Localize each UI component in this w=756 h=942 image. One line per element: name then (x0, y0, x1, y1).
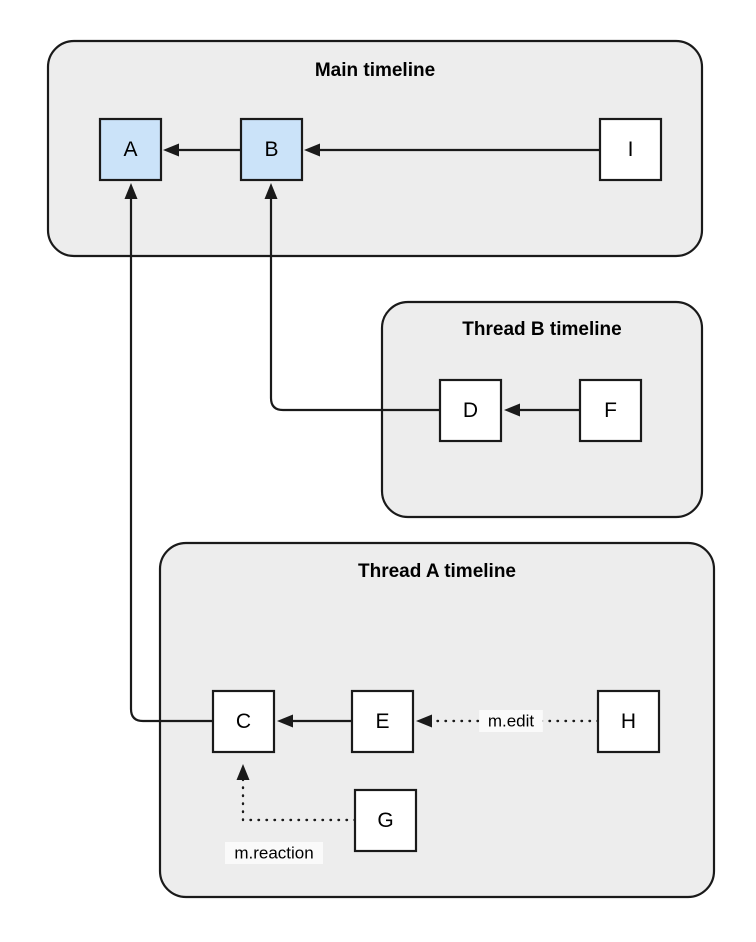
event-node-B[interactable]: B (239, 117, 304, 182)
edge-B-to-A (163, 143, 241, 157)
event-node-shape-G[interactable] (353, 788, 418, 853)
event-node-E[interactable]: E (350, 689, 415, 754)
edge-label-background-G-to-C (225, 842, 323, 864)
event-node-shape-D[interactable] (438, 378, 503, 443)
edge-label-background-H-to-E (479, 710, 543, 732)
arrowhead-icon-G-to-C (236, 764, 250, 780)
edge-F-to-D (504, 403, 580, 417)
edge-E-to-C (277, 714, 352, 728)
edge-H-to-E (416, 714, 600, 728)
event-node-F[interactable]: F (578, 378, 643, 443)
edge-label-H-to-E: m.edit (479, 710, 543, 732)
arrowhead-icon-D-to-B (264, 183, 278, 199)
arrowhead-icon-B-to-A (163, 143, 179, 157)
timeline-container-main: Main timeline (46, 39, 704, 258)
event-node-shape-I[interactable] (598, 117, 663, 182)
edge-line-C-to-A (129, 192, 213, 723)
container-title-main: Main timeline (315, 60, 435, 81)
edge-line-G-to-C (241, 772, 357, 822)
event-node-label-E: E (375, 710, 389, 733)
arrowhead-icon-I-to-B (304, 143, 320, 157)
event-node-label-I: I (628, 138, 634, 161)
event-node-I[interactable]: I (598, 117, 663, 182)
edge-label-text-H-to-E: m.edit (488, 711, 535, 730)
container-title-thread_b: Thread B timeline (462, 319, 621, 340)
event-node-C[interactable]: C (211, 689, 276, 754)
arrowhead-icon-H-to-E (416, 714, 432, 728)
event-node-D[interactable]: D (438, 378, 503, 443)
node-layer: A B I D F C E H G (98, 117, 663, 853)
event-node-shape-E[interactable] (350, 689, 415, 754)
edge-G-to-C (236, 764, 357, 822)
event-node-A[interactable]: A (98, 117, 163, 182)
edge-I-to-B (304, 143, 600, 157)
event-node-shape-H[interactable] (596, 689, 661, 754)
event-node-shape-F[interactable] (578, 378, 643, 443)
event-node-label-D: D (463, 399, 478, 422)
event-node-label-H: H (621, 710, 636, 733)
event-node-label-F: F (604, 399, 617, 422)
event-node-label-C: C (236, 710, 251, 733)
arrowhead-icon-C-to-A (124, 183, 138, 199)
edge-C-to-A (124, 183, 213, 723)
event-node-label-B: B (264, 138, 278, 161)
container-title-thread_a: Thread A timeline (358, 561, 516, 582)
event-node-shape-C[interactable] (211, 689, 276, 754)
event-node-label-G: G (377, 809, 393, 832)
container-shape-main (46, 39, 704, 258)
event-node-H[interactable]: H (596, 689, 661, 754)
event-node-shape-B[interactable] (239, 117, 304, 182)
edge-label-text-G-to-C: m.reaction (234, 843, 313, 862)
edge-line-D-to-B (269, 192, 440, 412)
arrowhead-icon-E-to-C (277, 714, 293, 728)
edge-label-layer: m.edit m.reaction (225, 710, 543, 864)
edge-D-to-B (264, 183, 440, 412)
event-node-label-A: A (123, 138, 137, 161)
edge-layer (124, 143, 600, 822)
arrowhead-icon-F-to-D (504, 403, 520, 417)
event-node-G[interactable]: G (353, 788, 418, 853)
event-node-shape-A[interactable] (98, 117, 163, 182)
edge-label-G-to-C: m.reaction (225, 842, 323, 864)
